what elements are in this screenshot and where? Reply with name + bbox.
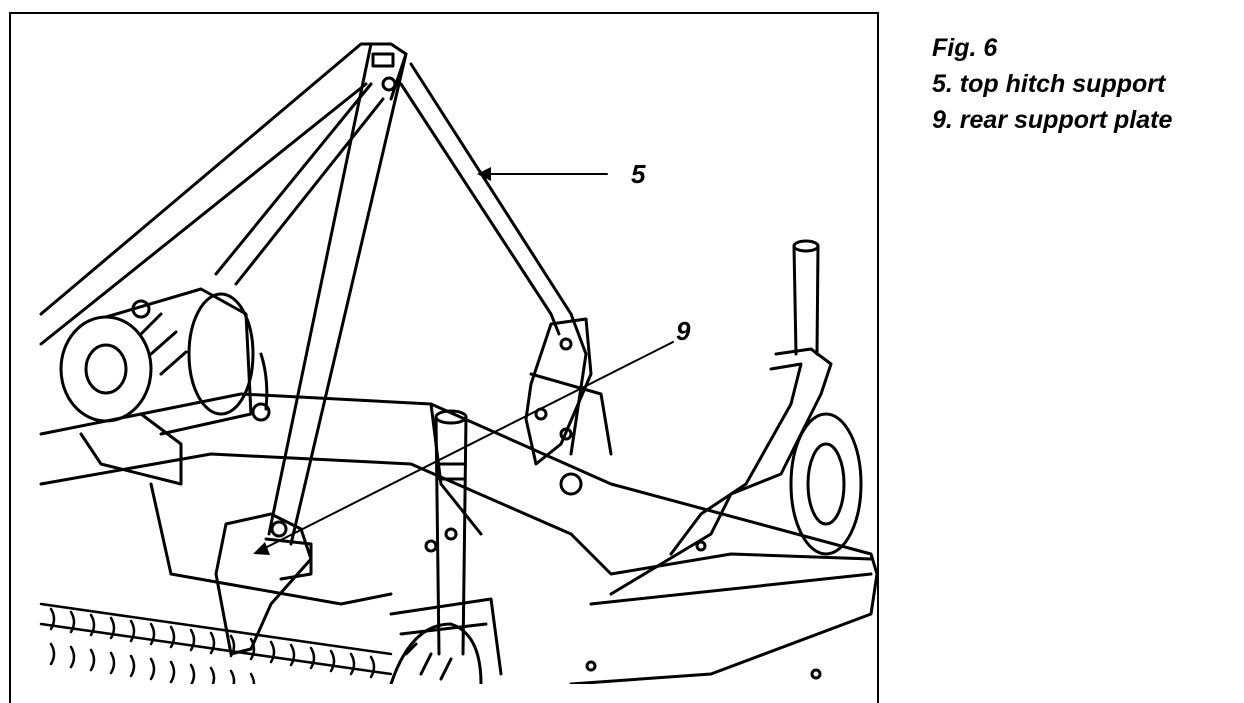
gearbox xyxy=(59,287,269,486)
legend-item-9: 9. rear support plate xyxy=(932,106,1173,134)
hitch-plates xyxy=(214,317,613,656)
leader-lines xyxy=(253,167,674,555)
frame-top-border xyxy=(9,12,879,14)
legend-item-5: 5. top hitch support xyxy=(932,70,1166,98)
callout-5: 5 xyxy=(631,159,646,189)
frame-right-border xyxy=(877,12,879,703)
mower-drawing xyxy=(11,14,877,684)
wheel-arm xyxy=(609,239,863,596)
figure-title: Fig. 6 xyxy=(932,34,998,62)
leader-line-9 xyxy=(262,341,674,550)
leader-arrow-5 xyxy=(477,167,491,181)
mower-line-art xyxy=(39,42,877,684)
swivel-post xyxy=(389,409,503,676)
mower-deck xyxy=(39,392,877,684)
flail-chains xyxy=(39,602,393,684)
frame-left-border xyxy=(9,12,11,703)
leader-arrow-9 xyxy=(253,542,270,555)
a-frame-hitch xyxy=(39,42,588,546)
callout-9: 9 xyxy=(676,316,691,346)
front-wheel xyxy=(389,622,483,684)
figure-caption: Fig. 6 5. top hitch support 9. rear supp… xyxy=(932,30,1244,138)
